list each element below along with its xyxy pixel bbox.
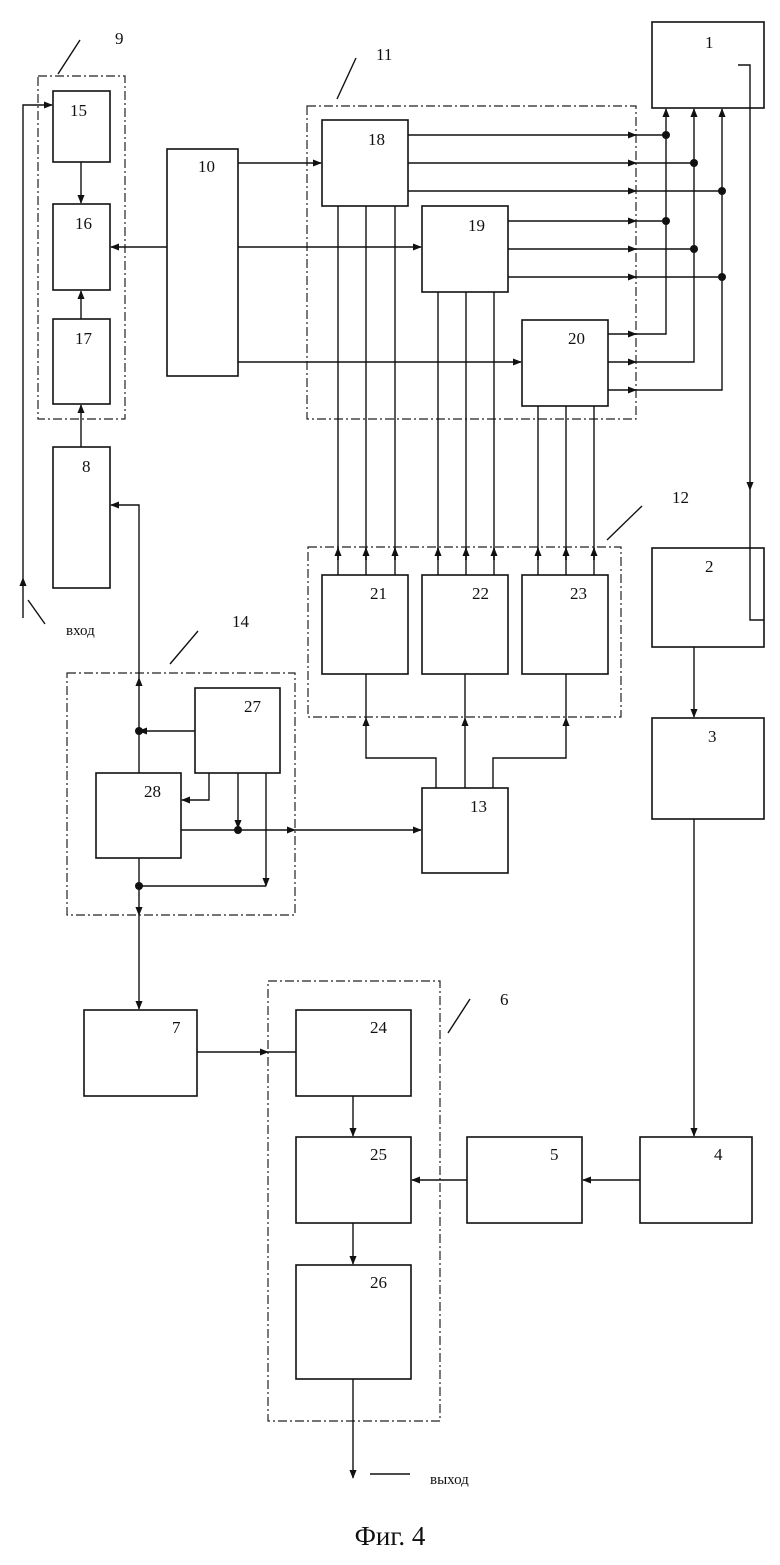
label-block-1: 1: [705, 33, 714, 52]
block-22: [422, 575, 508, 674]
block-20: [522, 320, 608, 406]
block-28: [96, 773, 181, 858]
block-24: [296, 1010, 411, 1096]
label-block-23: 23: [570, 584, 587, 603]
label-block-19: 19: [468, 216, 485, 235]
block-10: [167, 149, 238, 376]
label-block-17: 17: [75, 329, 93, 348]
block-13: [422, 788, 508, 873]
figure-caption: Фиг. 4: [355, 1521, 426, 1551]
label-block-21: 21: [370, 584, 387, 603]
label-block-5: 5: [550, 1145, 559, 1164]
leader-12: [607, 506, 642, 540]
label-block-2: 2: [705, 557, 714, 576]
label-block-8: 8: [82, 457, 91, 476]
block-25: [296, 1137, 411, 1223]
label-block-24: 24: [370, 1018, 388, 1037]
label-block-15: 15: [70, 101, 87, 120]
label-block-28: 28: [144, 782, 161, 801]
label-block-11: 11: [376, 45, 392, 64]
block-4: [640, 1137, 752, 1223]
label-block-7: 7: [172, 1018, 181, 1037]
label-block-16: 16: [75, 214, 92, 233]
leader-14: [170, 631, 198, 664]
label-block-12: 12: [672, 488, 689, 507]
label-block-20: 20: [568, 329, 585, 348]
leader-6: [448, 999, 470, 1033]
label-block-22: 22: [472, 584, 489, 603]
links-13-to-12: [366, 674, 566, 788]
label-block-18: 18: [368, 130, 385, 149]
block-5: [467, 1137, 582, 1223]
label-block-6: 6: [500, 990, 509, 1009]
label-block-14: 14: [232, 612, 250, 631]
block-27: [195, 688, 280, 773]
block-21: [322, 575, 408, 674]
leader-9: [58, 40, 80, 74]
label-block-25: 25: [370, 1145, 387, 1164]
label-block-26: 26: [370, 1273, 387, 1292]
block-18: [322, 120, 408, 206]
link-1-2: [738, 65, 750, 490]
block-19: [422, 206, 508, 292]
label-block-3: 3: [708, 727, 717, 746]
output-label: выход: [430, 1472, 469, 1488]
label-block-9: 9: [115, 29, 124, 48]
block-26: [296, 1265, 411, 1379]
label-block-13: 13: [470, 797, 487, 816]
leader-11: [337, 58, 356, 99]
label-block-4: 4: [714, 1145, 723, 1164]
label-block-10: 10: [198, 157, 215, 176]
label-block-27: 27: [244, 697, 262, 716]
block-23: [522, 575, 608, 674]
input-label: вход: [66, 623, 95, 639]
